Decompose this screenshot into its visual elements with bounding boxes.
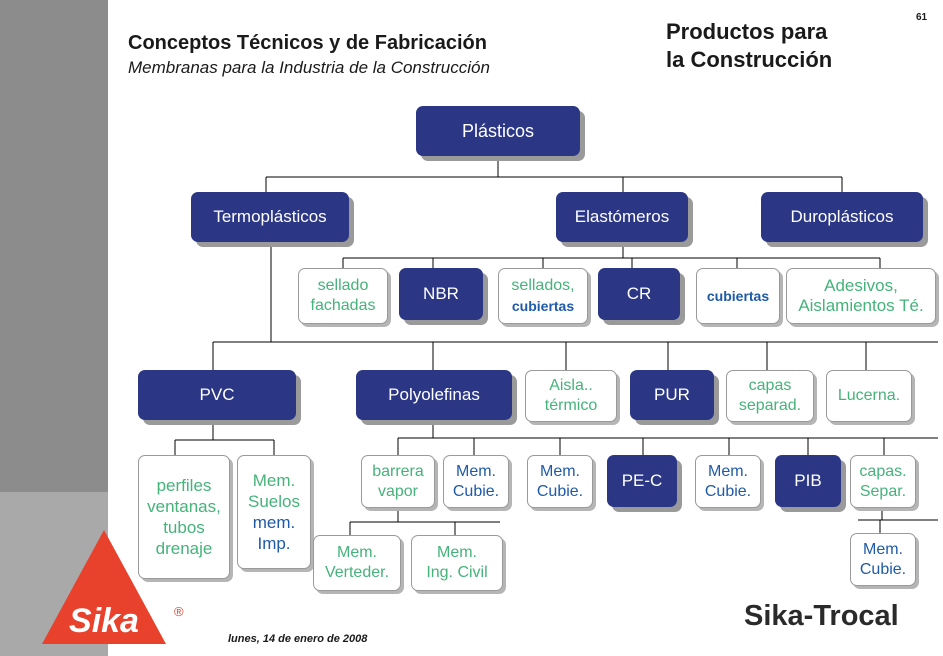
node-sellados-cubiertas-line2: cubiertas bbox=[511, 298, 575, 314]
node-pib: PIB bbox=[775, 455, 841, 507]
node-elastomeros: Elastómeros bbox=[556, 192, 688, 242]
node-barrera-vapor: barrera vapor bbox=[361, 455, 435, 508]
footer-brand: Sika-Trocal bbox=[744, 600, 899, 632]
node-mem-ing-civil-line2: Ing. Civil bbox=[426, 564, 488, 581]
node-plasticos: Plásticos bbox=[416, 106, 580, 156]
node-aisla-termico: Aisla.. térmico bbox=[525, 370, 617, 422]
node-nbr: NBR bbox=[399, 268, 483, 320]
node-aisla-termico-line2: térmico bbox=[544, 397, 598, 414]
sika-logo: Sika ® bbox=[42, 530, 184, 644]
node-capas-separad-line2: separad. bbox=[738, 397, 802, 414]
node-mem-verteder: Mem. Verteder. bbox=[313, 535, 401, 591]
node-sellados-cubiertas: sellados, cubiertas bbox=[498, 268, 588, 324]
node-mem-suelos: Mem. Suelos mem. Imp. bbox=[237, 455, 311, 569]
node-mem-cubie-1-line2: Cubie. bbox=[452, 482, 500, 500]
node-termoplasticos: Termoplásticos bbox=[191, 192, 349, 242]
registered-mark: ® bbox=[174, 604, 184, 619]
node-cubiertas-label: cubiertas bbox=[706, 288, 770, 304]
product-line-1: Productos para bbox=[666, 19, 828, 44]
node-perfiles-line4: drenaje bbox=[155, 539, 213, 558]
page-number: 61 bbox=[916, 12, 928, 23]
node-mem-cubie-3-line1: Mem. bbox=[708, 462, 748, 480]
node-pur: PUR bbox=[630, 370, 714, 420]
node-barrera-vapor-line2: vapor bbox=[377, 482, 419, 500]
node-cr: CR bbox=[598, 268, 680, 320]
node-mem-cubie-3: Mem. Cubie. bbox=[695, 455, 761, 508]
node-perfiles-line3: tubos bbox=[163, 518, 205, 537]
node-sellado-fachadas-line2: fachadas bbox=[310, 297, 376, 314]
node-capas-separad: capas separad. bbox=[726, 370, 814, 422]
node-sellado-fachadas-line1: sellado bbox=[317, 277, 369, 294]
node-mem-cubie-4-line2: Cubie. bbox=[859, 560, 907, 578]
node-capas-separ: capas. Separ. bbox=[850, 455, 916, 508]
node-mem-cubie-4: Mem. Cubie. bbox=[850, 533, 916, 586]
node-capas-separ-line1: capas. bbox=[859, 462, 907, 480]
node-polyolefinas: Polyolefinas bbox=[356, 370, 512, 420]
node-mem-cubie-3-line2: Cubie. bbox=[704, 482, 752, 500]
product-line-2: la Construcción bbox=[666, 47, 833, 72]
node-mem-cubie-2-line2: Cubie. bbox=[536, 482, 584, 500]
sika-logo-triangle bbox=[42, 530, 166, 644]
node-perfiles-line1: perfiles bbox=[156, 476, 212, 495]
node-pe-c: PE-C bbox=[607, 455, 677, 507]
node-mem-suelos-line1: Mem. bbox=[252, 471, 296, 490]
node-sellado-fachadas: sellado fachadas bbox=[298, 268, 388, 324]
page-title: Conceptos Técnicos y de Fabricación bbox=[128, 32, 487, 54]
node-perfiles: perfiles ventanas, tubos drenaje bbox=[138, 455, 230, 579]
sika-logo-text: Sika bbox=[69, 602, 139, 640]
node-perfiles-line2: ventanas, bbox=[147, 497, 221, 516]
product-line-heading: Productos para la Construcción bbox=[666, 18, 832, 74]
node-mem-verteder-line2: Verteder. bbox=[324, 564, 390, 581]
node-mem-cubie-2-line1: Mem. bbox=[540, 462, 580, 480]
node-adesivos-line1: Adesivos, bbox=[824, 276, 898, 295]
node-mem-suelos-line2: Suelos bbox=[248, 492, 300, 511]
node-capas-separad-line1: capas bbox=[748, 377, 792, 394]
node-mem-suelos-line3: mem. bbox=[252, 513, 296, 532]
node-mem-cubie-4-line1: Mem. bbox=[863, 540, 903, 558]
node-lucerna: Lucerna. bbox=[826, 370, 912, 422]
node-sellados-cubiertas-line1: sellados, bbox=[511, 277, 575, 294]
page-subtitle: Membranas para la Industria de la Constr… bbox=[128, 58, 490, 77]
node-mem-cubie-2: Mem. Cubie. bbox=[527, 455, 593, 508]
node-cubiertas: cubiertas bbox=[696, 268, 780, 324]
node-mem-cubie-1: Mem. Cubie. bbox=[443, 455, 509, 508]
node-duroplasticos: Duroplásticos bbox=[761, 192, 923, 242]
node-aisla-termico-line1: Aisla.. bbox=[549, 377, 593, 394]
node-mem-ing-civil-line1: Mem. bbox=[437, 544, 477, 561]
node-capas-separ-line2: Separ. bbox=[859, 482, 907, 500]
node-mem-verteder-line1: Mem. bbox=[337, 544, 377, 561]
node-adesivos-line2: Aislamientos Té. bbox=[798, 296, 924, 315]
node-barrera-vapor-line1: barrera bbox=[372, 462, 424, 480]
node-mem-ing-civil: Mem. Ing. Civil bbox=[411, 535, 503, 591]
node-pvc: PVC bbox=[138, 370, 296, 420]
footer-date: lunes, 14 de enero de 2008 bbox=[228, 633, 368, 645]
node-mem-suelos-line4: Imp. bbox=[257, 534, 291, 553]
node-adesivos: Adesivos, Aislamientos Té. bbox=[786, 268, 936, 324]
node-mem-cubie-1-line1: Mem. bbox=[456, 462, 496, 480]
